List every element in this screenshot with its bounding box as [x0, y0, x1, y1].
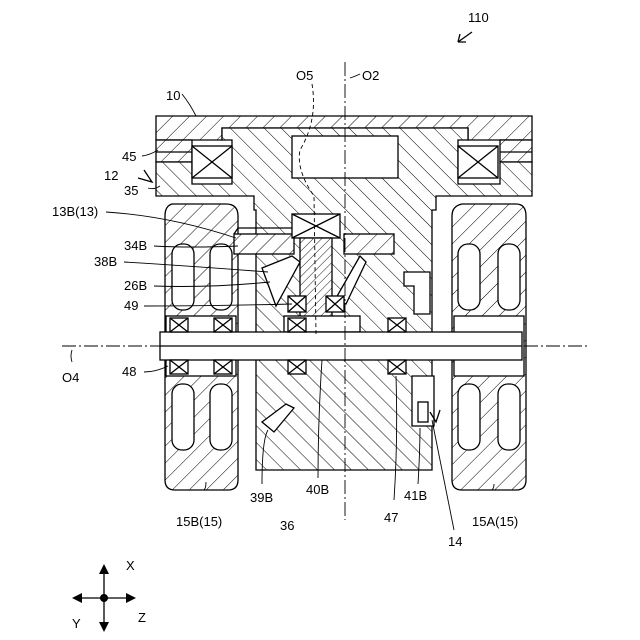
- label-o4: O4: [62, 370, 79, 385]
- arrow-down-icon: [99, 622, 109, 632]
- legend-z: Z: [138, 610, 146, 625]
- label-15a: 15A(15): [472, 514, 518, 529]
- label-45: 45: [122, 149, 136, 164]
- legend-x: X: [126, 558, 135, 573]
- bearing-45-left: [192, 146, 232, 178]
- label-15b: 15B(15): [176, 514, 222, 529]
- label-49: 49: [124, 298, 138, 313]
- label-13b: 13B(13): [52, 204, 98, 219]
- label-o5: O5: [296, 68, 313, 83]
- label-40b: 40B: [306, 482, 329, 497]
- label-34b: 34B: [124, 238, 147, 253]
- arrow-left-icon: [72, 593, 82, 603]
- label-41b: 41B: [404, 488, 427, 503]
- label-38b: 38B: [94, 254, 117, 269]
- label-14: 14: [448, 534, 462, 549]
- coordinate-legend: X Y Z: [72, 558, 146, 632]
- arrow-up-icon: [99, 564, 109, 574]
- arrow-12-icon: [138, 170, 152, 182]
- label-o2: O2: [362, 68, 379, 83]
- label-12: 12: [104, 168, 118, 183]
- label-10: 10: [166, 88, 180, 103]
- label-47: 47: [384, 510, 398, 525]
- label-36: 36: [280, 518, 294, 533]
- legend-y: Y: [72, 616, 81, 631]
- label-110: 110: [468, 10, 489, 25]
- origin-dot-icon: [100, 594, 108, 602]
- label-48: 48: [122, 364, 136, 379]
- label-26b: 26B: [124, 278, 147, 293]
- arrow-right-icon: [126, 593, 136, 603]
- bearing-45-right: [458, 146, 498, 178]
- arrow-110-icon: [458, 32, 472, 42]
- label-35: 35: [124, 183, 138, 198]
- label-39b: 39B: [250, 490, 273, 505]
